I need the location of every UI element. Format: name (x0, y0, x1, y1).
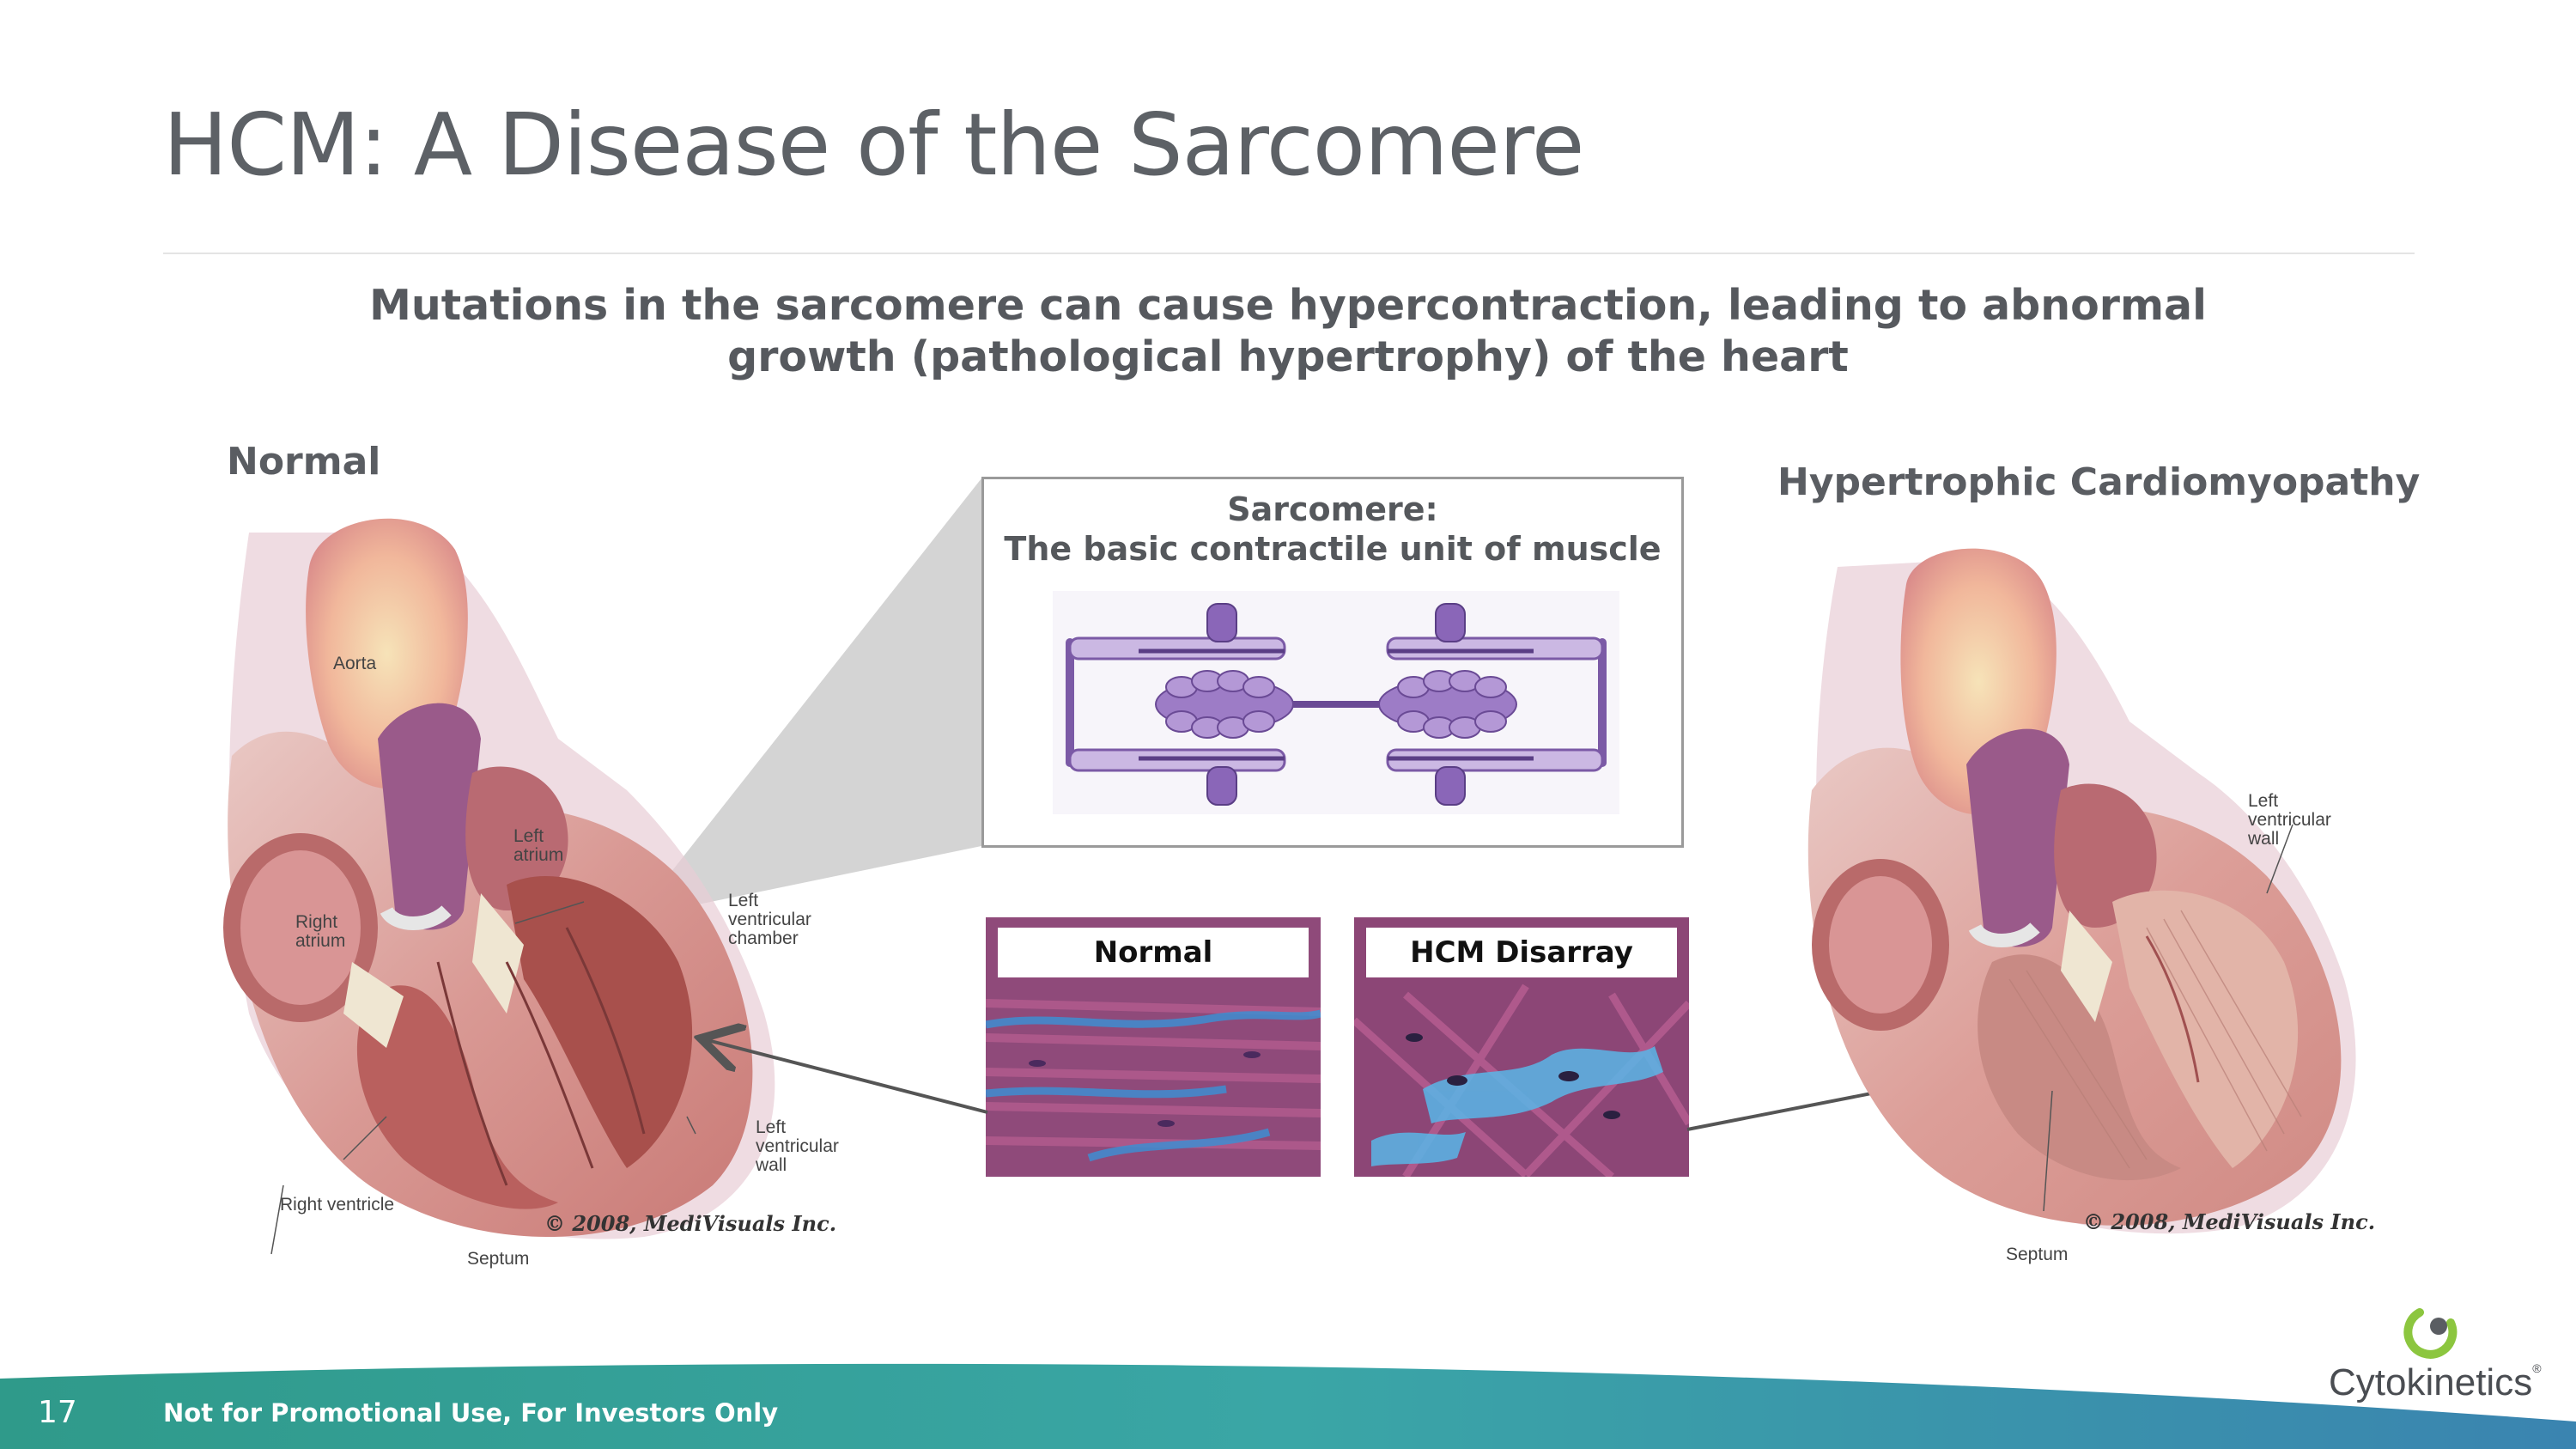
hcm-heart-credit: © 2008, MediVisuals Inc. (2083, 1209, 2376, 1234)
normal-histology-image: Normal (986, 917, 1321, 1177)
subtitle-line-2: growth (pathological hypertrophy) of the… (727, 332, 1849, 381)
hcm-septum-label: Septum (2006, 1245, 2069, 1264)
cytokinetics-logo-text: Cytokinetics® (2329, 1361, 2542, 1403)
slide-title: HCM: A Disease of the Sarcomere (163, 94, 1584, 195)
hcm-heart-illustration (1807, 548, 2356, 1234)
footer-band (0, 1363, 2576, 1449)
normal-heart-illustration (223, 518, 775, 1255)
title-divider (163, 253, 2415, 254)
septum-label: Septum (467, 1249, 530, 1269)
cytokinetics-logo-icon (2403, 1308, 2458, 1359)
sarcomere-title-line-1: Sarcomere: (1227, 490, 1438, 528)
histology-hcm-label: HCM Disarray (1366, 928, 1677, 977)
normal-heart-credit: © 2008, MediVisuals Inc. (544, 1211, 837, 1236)
aorta-label: Aorta (333, 654, 377, 673)
hcm-heart-label: Hypertrophic Cardiomyopathy (1777, 460, 2421, 504)
sarcomere-panel: Sarcomere: The basic contractile unit of… (981, 477, 1684, 848)
right-ventricle-label: Right ventricle (280, 1195, 395, 1215)
arrow-to-normal-heart (704, 1039, 988, 1114)
histology-normal-label: Normal (998, 928, 1309, 977)
slide-subtitle: Mutations in the sarcomere can cause hyp… (258, 280, 2318, 383)
subtitle-line-1: Mutations in the sarcomere can cause hyp… (369, 281, 2207, 330)
sarcomere-diagram (1053, 591, 1619, 814)
footer-disclaimer: Not for Promotional Use, For Investors O… (163, 1398, 779, 1428)
sarcomere-title: Sarcomere: The basic contractile unit of… (984, 490, 1681, 569)
hcm-histology-image: HCM Disarray (1354, 917, 1689, 1177)
sarcomere-title-line-2: The basic contractile unit of muscle (1004, 530, 1662, 568)
normal-heart-label: Normal (227, 440, 381, 484)
page-number: 17 (38, 1395, 77, 1430)
